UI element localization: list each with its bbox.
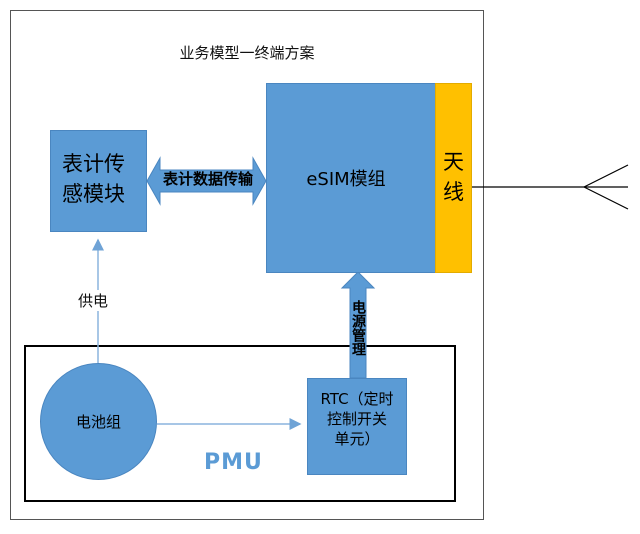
rtc-line3: 单元） <box>334 430 380 448</box>
antenna-box: 天 线 <box>435 83 472 273</box>
pmu-frame <box>24 345 456 502</box>
battery-pack: 电池组 <box>40 363 157 480</box>
battery-label: 电池组 <box>75 413 121 431</box>
esim-module-label: eSIM模组 <box>306 169 386 190</box>
power-management-label: 电源管理 <box>350 300 366 356</box>
data-transfer-label: 表计数据传输 <box>162 170 253 188</box>
power-supply-label: 供电 <box>76 290 111 311</box>
sensor-module-line2: 感模块 <box>62 182 125 206</box>
rtc-line1: RTC（定时 <box>320 390 394 408</box>
esim-module: eSIM模组 <box>266 83 436 273</box>
antenna-symbol <box>583 164 629 210</box>
antenna-line2: 线 <box>443 180 464 204</box>
diagram-title: 业务模型一终端方案 <box>179 44 315 62</box>
rtc-line2: 控制开关 <box>326 410 387 428</box>
sensor-module: 表计传 感模块 <box>50 130 147 232</box>
pmu-label: PMU <box>204 450 263 475</box>
outer-frame <box>10 10 484 520</box>
antenna-line1: 天 <box>443 150 464 174</box>
sensor-module-line1: 表计传 <box>62 152 125 176</box>
rtc-unit: RTC（定时 控制开关 单元） <box>307 378 407 475</box>
